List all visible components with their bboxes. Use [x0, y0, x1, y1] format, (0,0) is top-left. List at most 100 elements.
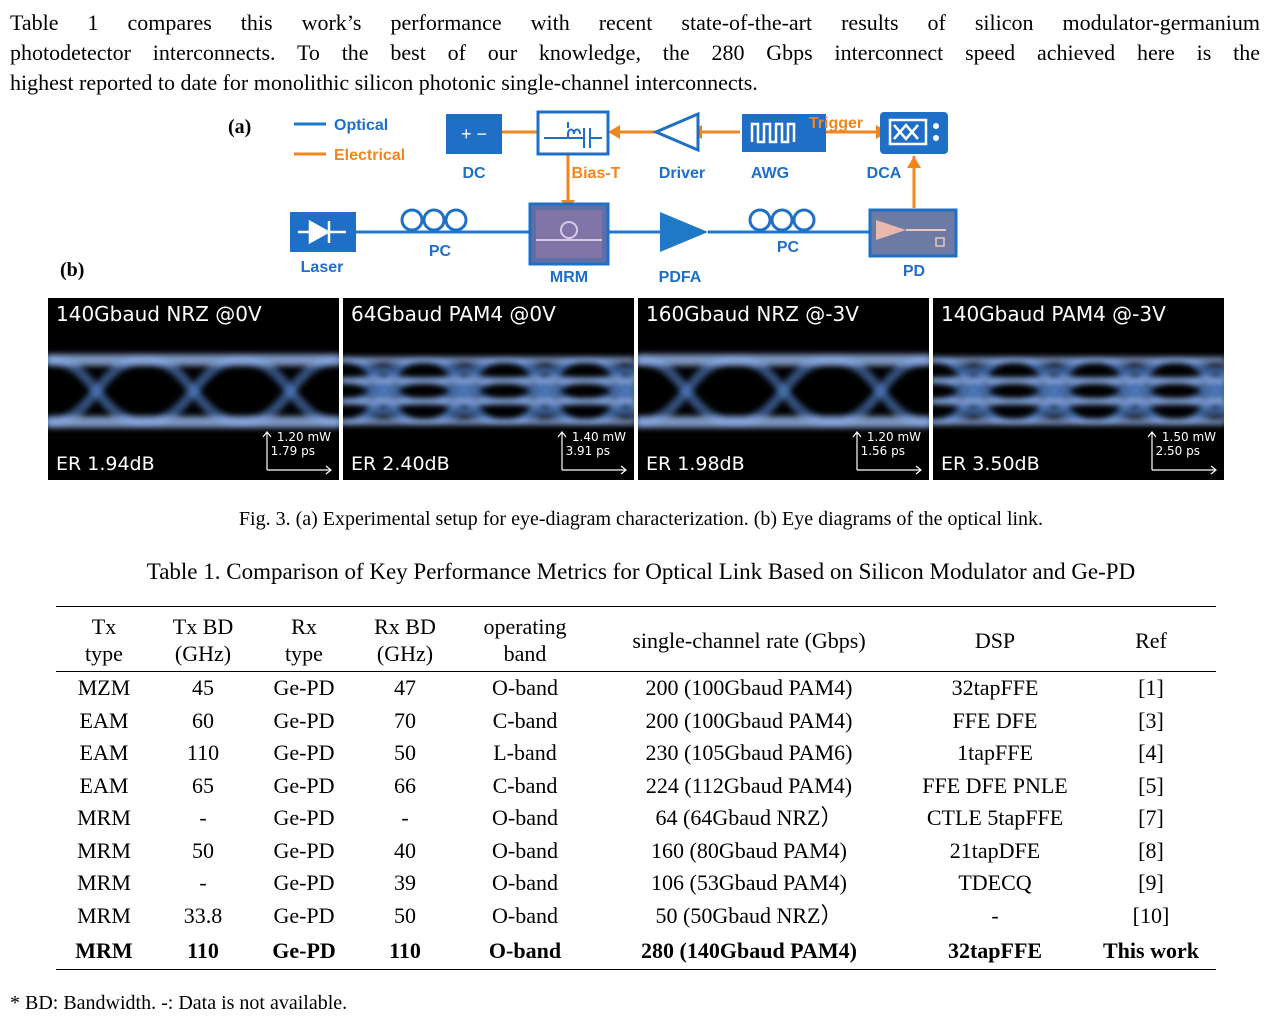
- table-cell: 200 (100Gbaud PAM4): [645, 707, 853, 733]
- body-paragraph: Table 1 compares this work’s performance…: [10, 8, 1260, 98]
- eye-level: [48, 416, 339, 428]
- table-cell: Ge-PD: [273, 837, 335, 863]
- table-cell: 66: [394, 772, 416, 798]
- table-cell: CTLE 5tapFFE: [926, 805, 1064, 831]
- header-tx-bd: Tx BD(GHz): [152, 606, 254, 672]
- eye-scale: 1.20 mW 1.79 ps: [261, 430, 331, 472]
- table-caption: Table 1. Comparison of Key Performance M…: [146, 559, 1136, 584]
- pdfa-label: PDFA: [659, 269, 702, 286]
- table-cell: O-band: [492, 675, 558, 701]
- table-cell: O-band: [492, 837, 558, 863]
- bias-t-label: Bias-T: [572, 165, 621, 182]
- header-rx-bd: Rx BD(GHz): [354, 606, 456, 672]
- table-cell: -: [199, 870, 207, 896]
- eye-level: [933, 357, 1224, 363]
- table-cell: 110: [186, 740, 220, 766]
- paragraph-line: highest reported to date for monolithic …: [10, 70, 758, 95]
- eye-icon: [893, 123, 919, 141]
- eye-time-scale: 3.91 ps: [565, 444, 610, 458]
- table-cell: [1]: [1138, 675, 1164, 701]
- table-cell: O-band: [492, 902, 558, 928]
- awg-block: [742, 114, 826, 152]
- table-cell: C-band: [492, 707, 558, 733]
- dca-label: DCA: [867, 165, 902, 182]
- eye-diagram: 64Gbaud PAM4 @0V ER 2.40dB 1.40 mW 3.91 …: [343, 298, 634, 480]
- table-cell: Ge-PD: [273, 675, 335, 701]
- driver-label: Driver: [659, 165, 705, 182]
- setup-diagram: Optical Electrical + − DC Bias-T: [290, 110, 958, 286]
- table-cell: FFE DFE: [952, 707, 1038, 733]
- header-dsp: DSP: [904, 606, 1086, 672]
- bias-t-block: [536, 110, 610, 156]
- pc-2-label: PC: [777, 239, 800, 256]
- table-cell: 40: [394, 837, 416, 863]
- table-cell: Ge-PD: [273, 772, 335, 798]
- eye-trace: [343, 357, 634, 384]
- table-cell: [5]: [1138, 772, 1164, 798]
- eye-level: [933, 419, 1224, 425]
- eye-extinction-ratio: ER 1.98dB: [646, 453, 745, 475]
- eye-diagram: 140Gbaud NRZ @0V ER 1.94dB 1.20 mW 1.79 …: [48, 298, 339, 480]
- table-cell: This work: [1086, 932, 1216, 970]
- legend-electrical-label: Electrical: [334, 147, 405, 164]
- paragraph-line: Table 1 compares this work’s performance…: [10, 10, 1260, 35]
- table-cell: 50 (50Gbaud NRZ）: [655, 902, 843, 928]
- scale-arrows: [557, 431, 627, 475]
- table-cell: TDECQ: [958, 870, 1032, 896]
- table-cell: 230 (105Gbaud PAM6): [645, 740, 853, 766]
- table-cell: Ge-PD: [273, 902, 335, 928]
- table-cell: FFE DFE PNLE: [922, 772, 1068, 798]
- table-cell: -: [199, 805, 207, 831]
- table-cell: 64 (64Gbaud NRZ）: [655, 805, 843, 831]
- eye-power-scale: 1.20 mW: [276, 430, 331, 444]
- table-cell: 50: [192, 837, 214, 863]
- eye-pattern: [343, 357, 634, 475]
- driver-icon: [652, 111, 700, 153]
- dc-block: [446, 114, 502, 154]
- eye-diagram: 140Gbaud PAM4 @-3V ER 3.50dB 1.50 mW 2.5…: [933, 298, 1224, 480]
- eye-trace: [343, 398, 634, 425]
- table-cell: L-band: [493, 740, 557, 766]
- waveform-icon: [750, 122, 796, 144]
- dc-label: DC: [462, 165, 486, 182]
- eye-extinction-ratio: ER 1.94dB: [56, 453, 155, 475]
- table-cell: MRM: [56, 932, 152, 970]
- eye-trace: [933, 357, 1224, 425]
- table-cell: O-band: [492, 805, 558, 831]
- table-cell: MRM: [77, 837, 131, 863]
- pc-2-icon: [748, 208, 816, 232]
- table-cell: O-band: [492, 870, 558, 896]
- table-cell: 50: [394, 902, 416, 928]
- eye-level: [343, 419, 634, 425]
- eye-level: [48, 354, 339, 366]
- scale-arrows: [262, 431, 332, 475]
- table-cell: -: [991, 902, 999, 928]
- eye-time-scale: 1.56 ps: [860, 444, 905, 458]
- table-cell: EAM: [79, 740, 129, 766]
- table-cell: 32tapFFE: [904, 932, 1086, 970]
- header-ref: Ref: [1086, 606, 1216, 672]
- eye-title: 140Gbaud PAM4 @-3V: [941, 302, 1166, 326]
- table-cell: C-band: [492, 772, 558, 798]
- bias-t-icon: [544, 122, 602, 148]
- eye-level: [638, 416, 929, 428]
- table-cell: Ge-PD: [273, 870, 335, 896]
- table-cell: EAM: [79, 772, 129, 798]
- laser-label: Laser: [301, 259, 344, 276]
- pc-1-label: PC: [429, 243, 452, 260]
- eye-title: 64Gbaud PAM4 @0V: [351, 302, 556, 326]
- eye-trace: [48, 355, 339, 427]
- eye-level: [343, 377, 634, 384]
- table-cell: MRM: [77, 902, 131, 928]
- eye-pattern: [48, 354, 339, 475]
- table-cell: 33.8: [183, 902, 223, 928]
- table-cell: [4]: [1138, 740, 1164, 766]
